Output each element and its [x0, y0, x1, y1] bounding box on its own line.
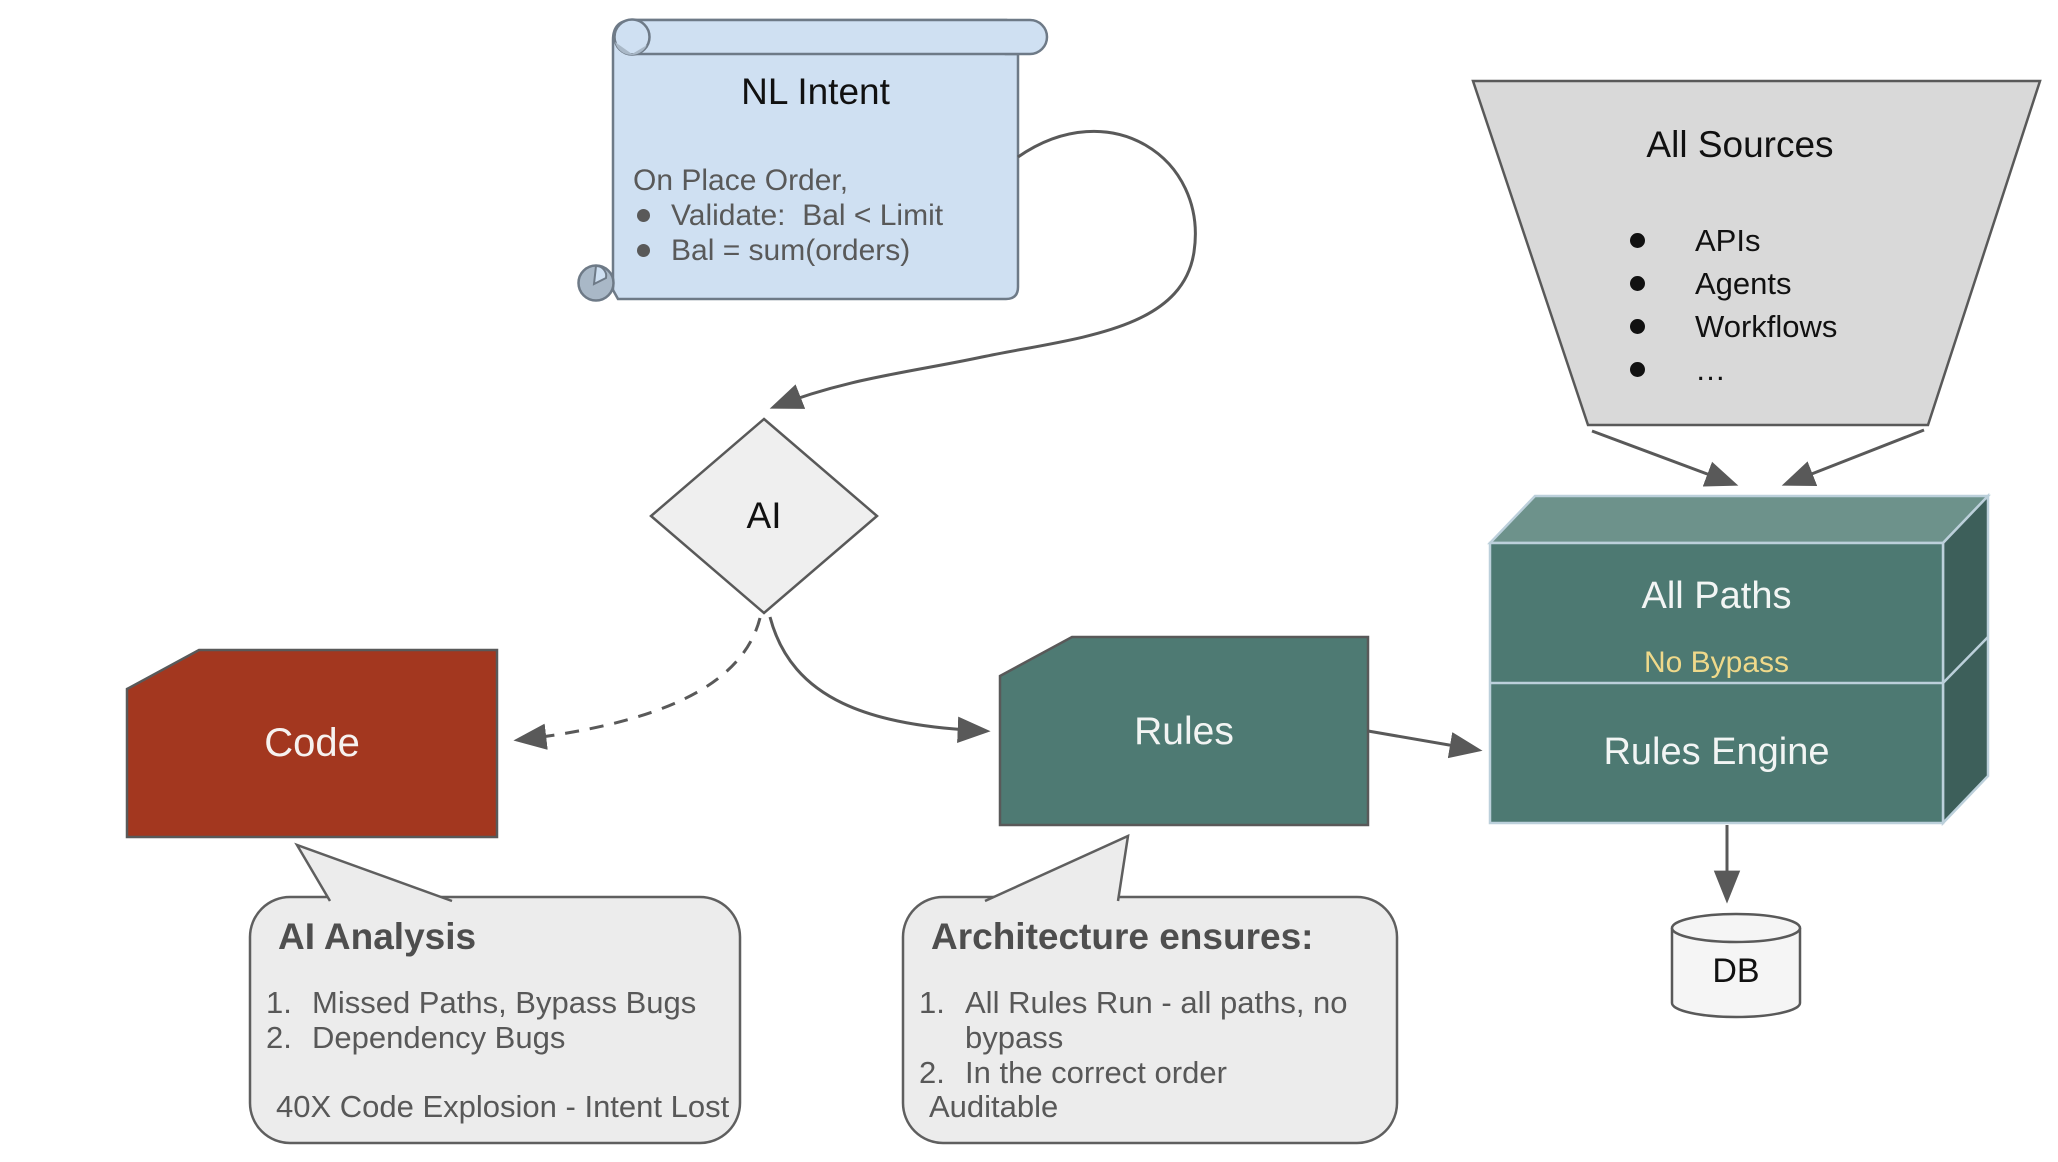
code-node-shape: [125, 648, 499, 839]
all-sources-title: All Sources: [1646, 124, 1834, 165]
architecture-footer: Auditable: [929, 1089, 1059, 1124]
connector-rules-to-engine: [1367, 729, 1483, 759]
ai-analysis-callout: AI Analysis Missed Paths, Bypass Bugs De…: [250, 897, 740, 1143]
bullet-icon: [1630, 233, 1645, 248]
db-cylinder-body: [1670, 928, 1802, 1019]
source-item: Agents: [1695, 265, 1792, 301]
rules-engine-box-shape: [1487, 492, 1991, 827]
nl-intent-intro: On Place Order,: [633, 164, 849, 197]
scroll-top-roll: [630, 18, 1049, 56]
scroll-bottom-curl-notch: [592, 264, 608, 286]
code-node-label: Code: [264, 721, 360, 765]
source-item-row: …: [1630, 348, 1837, 391]
all-sources-list: APIs Agents Workflows …: [1630, 219, 1837, 391]
nl-intent-bullet-row: Bal = sum(orders): [633, 233, 943, 268]
connector-ai-to-code-dashed: [513, 617, 762, 750]
list-item: Missed Paths, Bypass Bugs: [312, 985, 697, 1020]
connector-intent-to-ai: [769, 129, 1197, 409]
db-cylinder-top: [1670, 912, 1802, 944]
db-label: DB: [1712, 952, 1760, 990]
connector-sources-right: [1781, 428, 1925, 486]
connector-sources-left: [1591, 429, 1739, 487]
ai-analysis-tail-outline: [294, 842, 453, 903]
ai-analysis-title: AI Analysis: [278, 916, 477, 957]
engine-rules-engine-label: Rules Engine: [1603, 731, 1830, 773]
nl-intent-title: NL Intent: [741, 71, 890, 112]
list-item: Dependency Bugs: [312, 1020, 566, 1055]
nl-intent-scroll-shape: [577, 18, 1049, 302]
nl-intent-bullet-row: Validate: Bal < Limit: [633, 198, 943, 233]
ai-node-label: AI: [746, 495, 782, 536]
source-item: Workflows: [1695, 308, 1838, 344]
ai-analysis-list: Missed Paths, Bypass Bugs Dependency Bug…: [266, 985, 696, 1055]
engine-no-bypass-label: No Bypass: [1643, 646, 1790, 679]
db-cylinder-shape: [1670, 912, 1802, 1019]
ai-diamond-shape: [649, 417, 879, 615]
scroll-top-curl-shade: [615, 42, 647, 55]
bullet-icon: [637, 209, 650, 222]
ai-analysis-footer: 40X Code Explosion - Intent Lost: [276, 1089, 730, 1124]
engine-all-paths-label: All Paths: [1641, 575, 1792, 617]
all-sources-shape: [1471, 79, 2042, 427]
nl-intent-bullet: Validate: Bal < Limit: [671, 199, 944, 232]
engine-divider-line: [1490, 636, 1989, 685]
source-item: …: [1695, 351, 1726, 387]
bullet-icon: [1630, 319, 1645, 334]
architecture-list: All Rules Run - all paths, no bypass In …: [919, 985, 1397, 1090]
connector-ai-to-rules: [768, 616, 991, 743]
source-item-row: Agents: [1630, 262, 1837, 305]
rules-node-label: Rules: [1134, 709, 1234, 753]
list-item: In the correct order: [965, 1055, 1227, 1090]
source-item-row: Workflows: [1630, 305, 1837, 348]
engine-top-face: [1487, 494, 1991, 545]
bullet-icon: [637, 244, 650, 257]
list-item: All Rules Run - all paths, no bypass: [965, 985, 1348, 1055]
architecture-title: Architecture ensures:: [931, 916, 1314, 957]
architecture-callout: Architecture ensures: All Rules Run - al…: [903, 897, 1397, 1143]
source-item-row: APIs: [1630, 219, 1837, 262]
source-item: APIs: [1695, 222, 1761, 258]
nl-intent-body: On Place Order, Validate: Bal < Limit Ba…: [633, 163, 943, 268]
architecture-tail-outline: [984, 833, 1130, 903]
bullet-icon: [1630, 362, 1645, 377]
bullet-icon: [1630, 276, 1645, 291]
nl-intent-bullet: Bal = sum(orders): [671, 234, 911, 267]
